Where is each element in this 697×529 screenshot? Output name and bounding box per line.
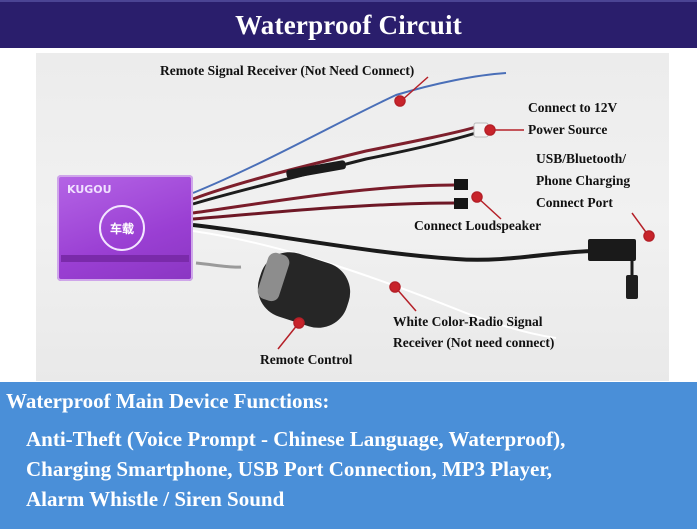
page-title: Waterproof Circuit xyxy=(235,9,462,40)
blue-antenna-wire xyxy=(192,72,507,194)
label-white-radio-line1: White Color-Radio Signal xyxy=(393,314,543,329)
usb-cable xyxy=(192,223,597,262)
label-usb-line1: USB/Bluetooth/ xyxy=(536,151,627,166)
usb-port xyxy=(588,239,636,261)
label-usb-line3: Connect Port xyxy=(536,195,613,210)
usb-cap xyxy=(626,275,638,299)
label-power-line1: Connect to 12V xyxy=(528,100,618,115)
speaker-connector-2 xyxy=(454,198,468,209)
label-loudspeaker: Connect Loudspeaker xyxy=(414,218,542,233)
functions-heading: Waterproof Main Device Functions: xyxy=(6,389,330,413)
label-remote-signal-receiver: Remote Signal Receiver (Not Need Connect… xyxy=(160,63,415,78)
label-usb-line2: Phone Charging xyxy=(536,173,631,188)
device-brand: KUGOU xyxy=(67,183,112,196)
functions-line-3: Alarm Whistle / Siren Sound xyxy=(26,487,285,511)
kugou-device: KUGOU 车载 xyxy=(57,175,193,281)
product-photo: KUGOU 车载 Remote Signal Receiver (Not Nee… xyxy=(36,53,669,381)
remote-control-fob xyxy=(257,252,351,328)
label-power-line2: Power Source xyxy=(528,122,608,137)
device-logo: 车载 xyxy=(99,205,145,251)
white-antenna-wire xyxy=(192,230,557,339)
label-white-radio-line2: Receiver (Not need connect) xyxy=(393,335,555,350)
title-banner: Waterproof Circuit xyxy=(0,0,697,48)
functions-line-1: Anti-Theft (Voice Prompt - Chinese Langu… xyxy=(26,427,566,451)
functions-line-2: Charging Smartphone, USB Port Connection… xyxy=(26,457,552,481)
speaker-connector-1 xyxy=(454,179,468,190)
wiring-illustration xyxy=(192,72,655,350)
label-remote-control: Remote Control xyxy=(260,352,353,367)
fuse-holder xyxy=(286,160,346,179)
functions-panel: Waterproof Main Device Functions: Anti-T… xyxy=(0,382,697,529)
device-stripe xyxy=(61,255,189,262)
